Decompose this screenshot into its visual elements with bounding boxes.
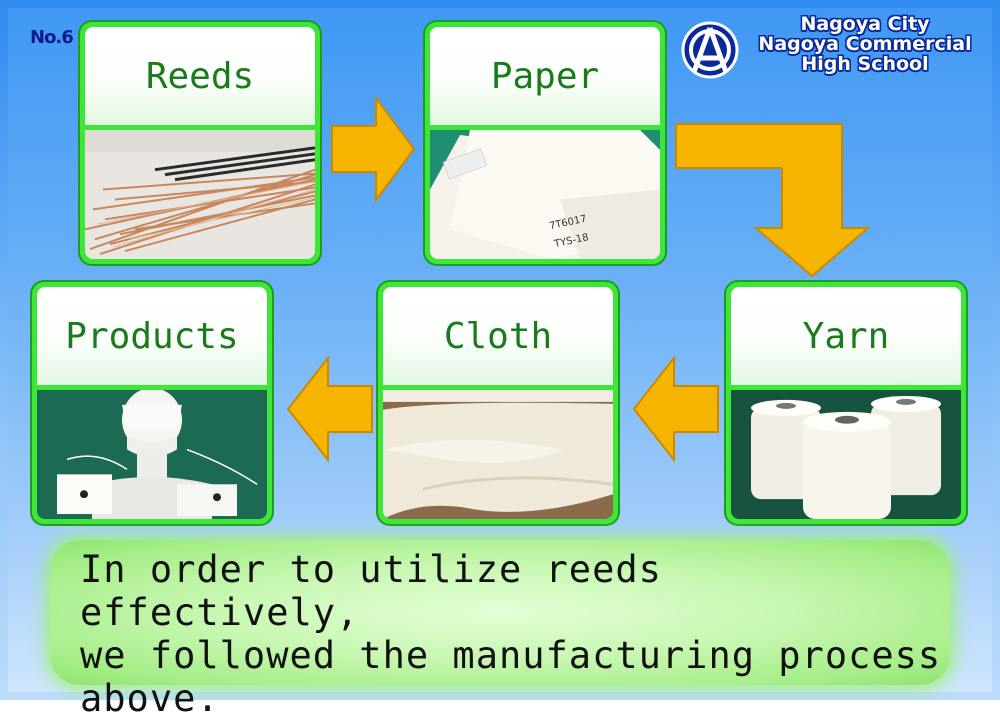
- arrow-yarn-to-cloth: [632, 355, 719, 463]
- step-card-paper: Paper 7T6017 TYS-18: [425, 22, 665, 264]
- step-label-cloth: Cloth: [383, 287, 613, 385]
- caption-line-1: In order to utilize reeds effectively,: [80, 548, 662, 634]
- caption-box: [50, 540, 950, 685]
- step-label-products: Products: [37, 287, 267, 385]
- step-card-reeds: Reeds: [80, 22, 320, 264]
- caption-text: In order to utilize reeds effectively, w…: [80, 548, 960, 720]
- caption-line-3: above.: [80, 677, 220, 720]
- step-card-cloth: Cloth: [378, 282, 618, 524]
- school-name: Nagoya Commercial: [758, 33, 972, 55]
- step-label-yarn: Yarn: [731, 287, 961, 385]
- reeds-photo: [85, 130, 315, 259]
- products-photo: [37, 390, 267, 519]
- step-label-reeds: Reeds: [85, 27, 315, 125]
- step-card-products: Products: [32, 282, 272, 524]
- cloth-photo: [383, 390, 613, 519]
- step-card-yarn: Yarn: [726, 282, 966, 524]
- school-header: Nagoya City Nagoya Commercial High Schoo…: [680, 14, 990, 80]
- school-logo: [681, 21, 739, 79]
- slide-number: No.6: [30, 27, 74, 48]
- arrow-cloth-to-products: [286, 355, 373, 463]
- caption-line-2: we followed the manufacturing process: [80, 634, 942, 677]
- step-label-paper: Paper: [430, 27, 660, 125]
- arrow-paper-to-yarn: [675, 123, 871, 278]
- yarn-photo: [731, 390, 961, 519]
- arrow-reeds-to-paper: [331, 94, 416, 204]
- paper-photo: 7T6017 TYS-18: [430, 130, 660, 259]
- school-city: Nagoya City: [800, 13, 930, 35]
- school-type: High School: [801, 53, 929, 75]
